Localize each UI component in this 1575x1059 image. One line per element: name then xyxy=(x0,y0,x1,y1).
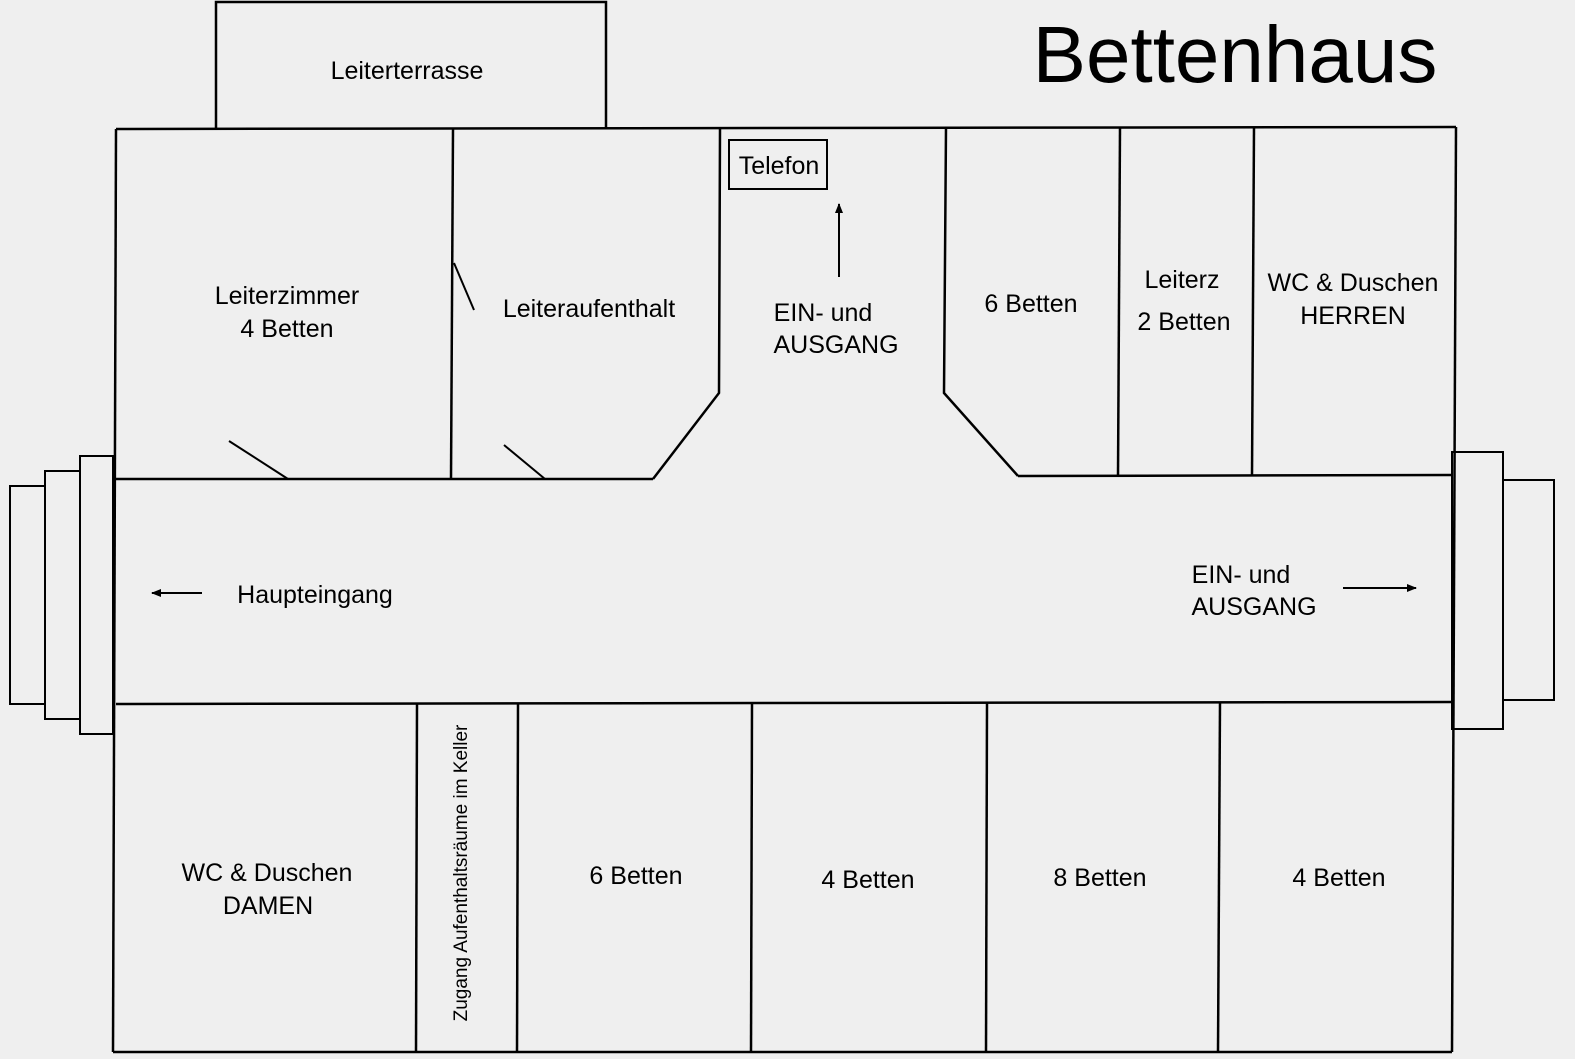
wall-6betten-left xyxy=(942,126,1019,477)
haupteingang-label: Haupteingang xyxy=(237,581,393,609)
betten-b4-label: 4 Betten xyxy=(1292,864,1385,892)
wall-damen-right xyxy=(414,703,419,1053)
step-right-inner xyxy=(1451,451,1504,730)
step-middle xyxy=(44,470,81,720)
betten-b3-label: 8 Betten xyxy=(1053,864,1146,892)
telefon-box: Telefon xyxy=(728,139,828,190)
step-right-outer xyxy=(1502,479,1555,701)
damen-label: DAMEN xyxy=(223,892,313,920)
telefon-label: Telefon xyxy=(739,152,820,180)
leiterterrasse-label: Leiterterrasse xyxy=(331,57,484,85)
herren-label: HERREN xyxy=(1300,302,1406,330)
zugang-keller-label: Zugang Aufenthaltsräume im Keller xyxy=(451,724,472,1021)
leiterz-label: Leiterz xyxy=(1144,266,1219,294)
wc-herren-label: WC & Duschen xyxy=(1268,269,1439,297)
outer-wall-top xyxy=(115,125,1457,131)
wall-leiterz-left xyxy=(1116,126,1122,477)
main-entrance-steps xyxy=(9,455,114,735)
outer-wall-right xyxy=(1450,126,1458,1053)
wall-herren-left xyxy=(1250,126,1256,476)
betten-top-right-label: 6 Betten xyxy=(984,290,1077,318)
step-outer xyxy=(9,485,46,705)
leiteraufenthalt-label: Leiteraufenthalt xyxy=(503,295,675,323)
door-leiterzimmer-side xyxy=(453,262,475,311)
building-outline xyxy=(111,125,1458,1054)
wall-b2-right xyxy=(984,702,989,1053)
leiterzimmer-beds: 4 Betten xyxy=(240,315,333,343)
corridor xyxy=(115,473,1453,706)
betten-b1-label: 6 Betten xyxy=(589,862,682,890)
side-entrance-steps xyxy=(1451,451,1555,730)
room-leiterterrasse: Leiterterrasse xyxy=(214,0,608,129)
corridor-wall-bottom xyxy=(115,700,1453,706)
betten-b2-label: 4 Betten xyxy=(821,866,914,894)
leiterz-beds: 2 Betten xyxy=(1137,308,1230,336)
page-title: Bettenhaus xyxy=(1033,10,1438,99)
leiterterrasse-wall xyxy=(214,0,608,129)
leiterzimmer-label: Leiterzimmer xyxy=(215,282,359,310)
ausgang-top-label: AUSGANG xyxy=(773,331,898,359)
wall-zugang-right xyxy=(515,703,520,1053)
ein-und-top-label: EIN- und xyxy=(774,299,873,327)
outer-wall-left xyxy=(111,128,118,1053)
wc-damen-label: WC & Duschen xyxy=(182,859,353,887)
door-leiteraufenthalt xyxy=(503,444,546,480)
wall-b3-right xyxy=(1216,701,1222,1053)
telefon-frame xyxy=(728,139,828,190)
wall-leiterzimmer-right xyxy=(449,128,455,480)
wall-leiteraufenthalt-right xyxy=(652,128,722,480)
step-inner xyxy=(79,455,114,735)
ein-und-right-label: EIN- und xyxy=(1192,561,1291,589)
wall-b1-right xyxy=(749,702,754,1053)
ausgang-right-label: AUSGANG xyxy=(1191,593,1316,621)
corridor-wall-top-right xyxy=(1017,473,1453,478)
door-leiterzimmer xyxy=(228,440,289,480)
